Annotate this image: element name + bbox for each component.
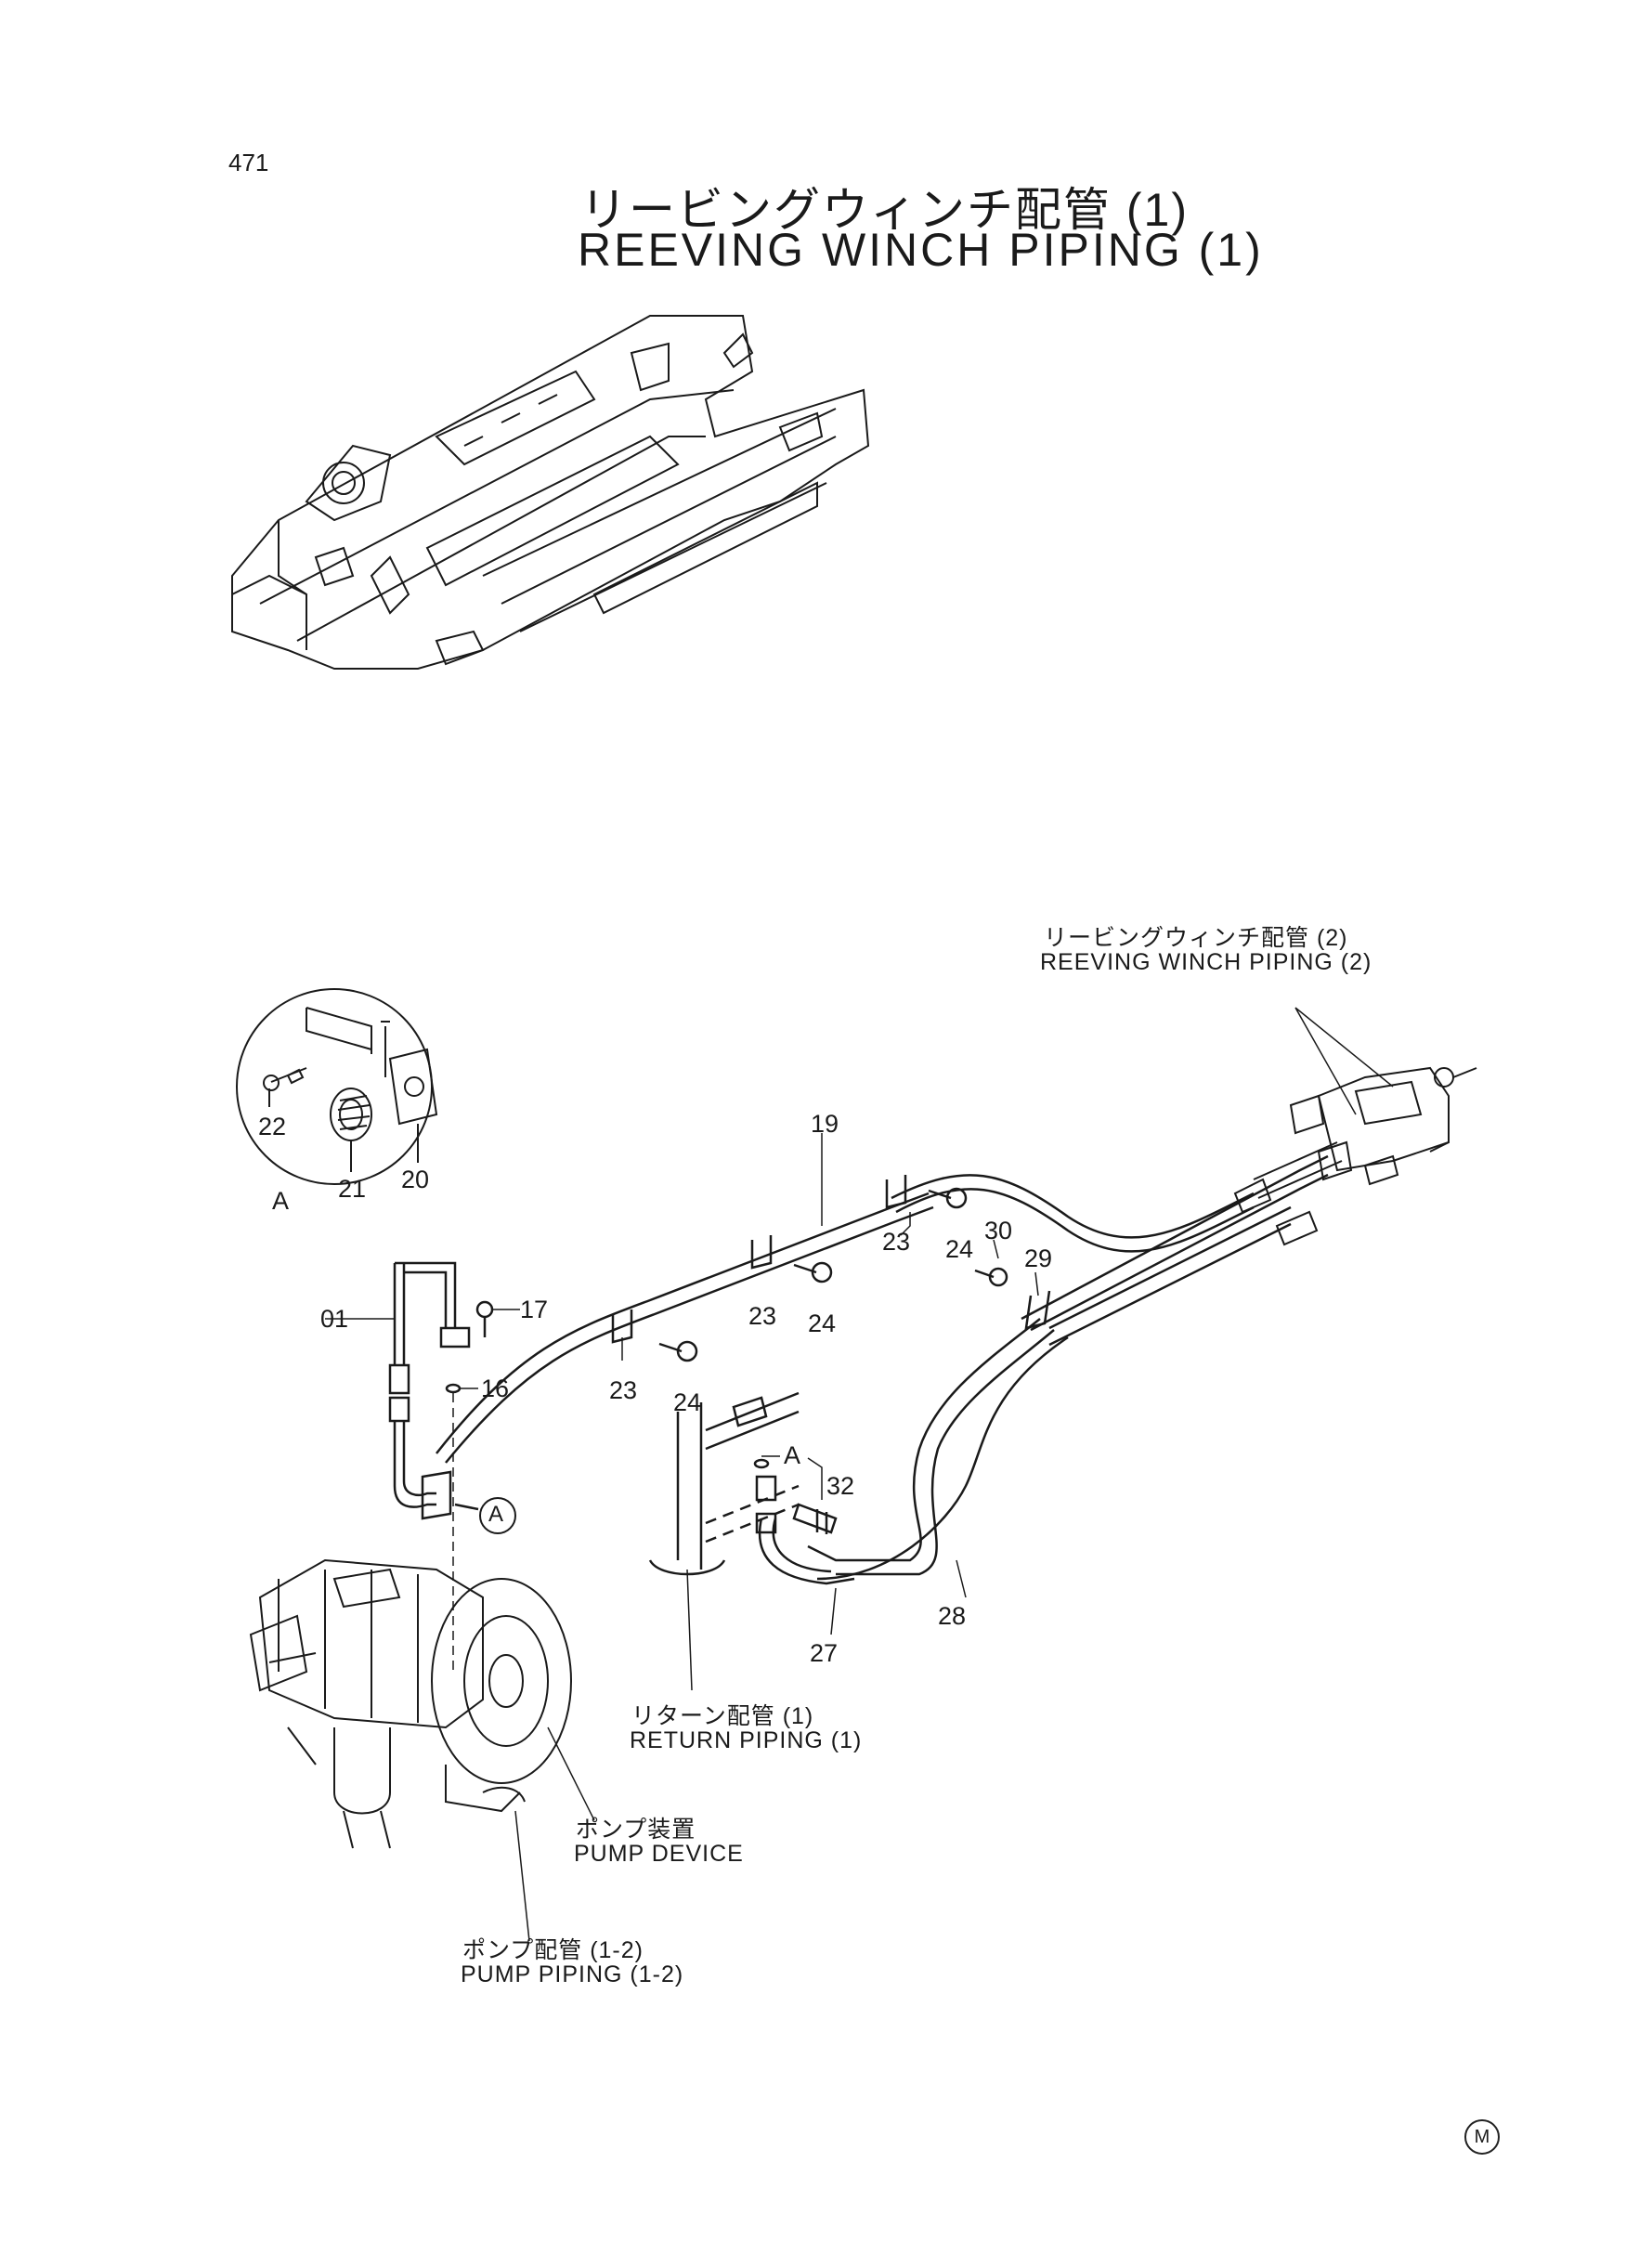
callout-a-label: A [488, 1502, 504, 1527]
machine-frame-overview [232, 316, 868, 669]
part-number-29: 29 [1024, 1244, 1053, 1272]
part-number-20: 20 [401, 1166, 430, 1193]
part-number-17: 17 [520, 1296, 549, 1323]
part-number-24-a: 24 [945, 1235, 974, 1263]
piping-lines [390, 1156, 1328, 1672]
part-number-a-ref: A [784, 1441, 801, 1469]
part-number-30: 30 [984, 1217, 1013, 1244]
leader-lines [325, 1008, 1393, 1941]
part-number-23-c: 23 [609, 1376, 638, 1404]
part-number-21: 21 [338, 1175, 367, 1203]
part-number-22: 22 [258, 1113, 287, 1140]
manufacturer-mark: M [1464, 2119, 1500, 2155]
ref-return-piping-jp: リターン配管 (1) [631, 1703, 814, 1729]
part-number-16: 16 [481, 1375, 510, 1402]
page-number: 471 [228, 149, 269, 176]
part-number-24-b: 24 [808, 1309, 837, 1337]
ref-pump-piping-jp: ポンプ配管 (1-2) [462, 1937, 644, 1963]
part-number-28: 28 [938, 1602, 967, 1630]
pump-device [251, 1560, 571, 1848]
part-number-19: 19 [811, 1110, 839, 1138]
part-number-24-c: 24 [673, 1388, 702, 1416]
part-number-23-a: 23 [882, 1228, 911, 1256]
part-number-01: 01 [320, 1305, 349, 1333]
callout-a-circle [480, 1498, 515, 1533]
ref-pump-device-jp: ポンプ装置 [576, 1817, 696, 1843]
part-number-23-b: 23 [748, 1302, 777, 1330]
winch-valve-assembly [1235, 1068, 1476, 1244]
ref-reeving-piping-2-jp: リービングウィンチ配管 (2) [1044, 925, 1348, 951]
page-title-jp: リービングウィンチ配管 (1) [580, 184, 1189, 236]
detail-circle-a [237, 989, 436, 1184]
detail-view-label-a: A [272, 1187, 290, 1215]
ref-pump-device-en: PUMP DEVICE [574, 1841, 744, 1867]
ref-pump-piping-en: PUMP PIPING (1-2) [461, 1961, 684, 1987]
part-number-27: 27 [810, 1639, 839, 1667]
part-number-32: 32 [826, 1472, 855, 1500]
page-title-en: REEVING WINCH PIPING (1) [578, 224, 1264, 276]
ref-return-piping-en: RETURN PIPING (1) [630, 1727, 863, 1753]
ref-reeving-piping-2-en: REEVING WINCH PIPING (2) [1040, 949, 1372, 975]
